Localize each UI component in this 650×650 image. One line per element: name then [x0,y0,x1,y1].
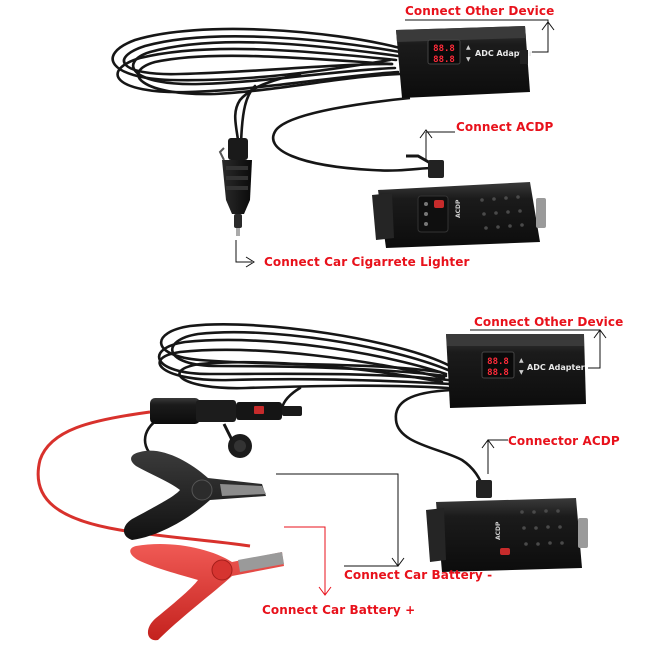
callout-connect-other-device-bottom: Connect Other Device [474,315,624,329]
bottom-acdp-device: ACDP [426,480,588,572]
callout-connect-other-device-top: Connect Other Device [405,4,555,18]
cigarette-socket [150,398,302,458]
down-arrow-icon: ▼ [519,369,524,376]
top-adc-adapter: 88.8 88.8 ▲ ▼ ADC Adapter [396,26,533,98]
bottom-adapter-to-acdp-cable [394,388,486,491]
top-acdp-vent-holes [480,195,524,230]
up-arrow-icon: ▲ [466,44,471,51]
top-adc-adapter-label: ADC Adapter [475,49,533,58]
bottom-acdp-brand: ACDP [495,521,502,540]
red-battery-clamp [130,543,284,641]
top-acdp-device: ACDP [372,154,546,248]
top-lcd-top-value: 88.8 [433,44,455,54]
top-coiled-cable [111,27,402,147]
callout-connect-car-battery-negative: Connect Car Battery - [344,568,493,582]
top-lcd-bottom-value: 88.8 [433,55,455,65]
bottom-kit: 88.8 88.8 ▲ ▼ ADC Adapter ACDP [36,323,607,641]
bottom-adc-adapter: 88.8 88.8 ▲ ▼ ADC Adapter [446,334,586,408]
top-kit: 88.8 88.8 ▲ ▼ ADC Adapter ACDP [111,19,555,268]
black-battery-clamp [123,450,266,540]
red-battery-wire [36,410,251,548]
bottom-adc-adapter-label: ADC Adapter [527,363,585,372]
down-arrow-icon: ▼ [466,56,471,63]
callout-connect-car-battery-positive: Connect Car Battery + [262,603,416,617]
bottom-coiled-cable [157,323,452,414]
bottom-lcd-top-value: 88.8 [487,357,509,367]
callout-connector-acdp-bottom: Connector ACDP [508,434,620,448]
callout-connect-acdp-top: Connect ACDP [456,120,554,134]
up-arrow-icon: ▲ [519,357,524,364]
bottom-leader-lines [276,329,607,596]
callout-connect-car-cigarette-lighter: Connect Car Cigarrete Lighter [264,255,470,269]
top-acdp-brand: ACDP [455,199,462,218]
bottom-lcd-bottom-value: 88.8 [487,368,509,378]
top-adapter-to-acdp-cable [271,96,433,172]
cigarette-lighter-plug [218,138,252,236]
bottom-acdp-vent-holes [520,509,564,546]
top-leader-lines [235,19,555,268]
